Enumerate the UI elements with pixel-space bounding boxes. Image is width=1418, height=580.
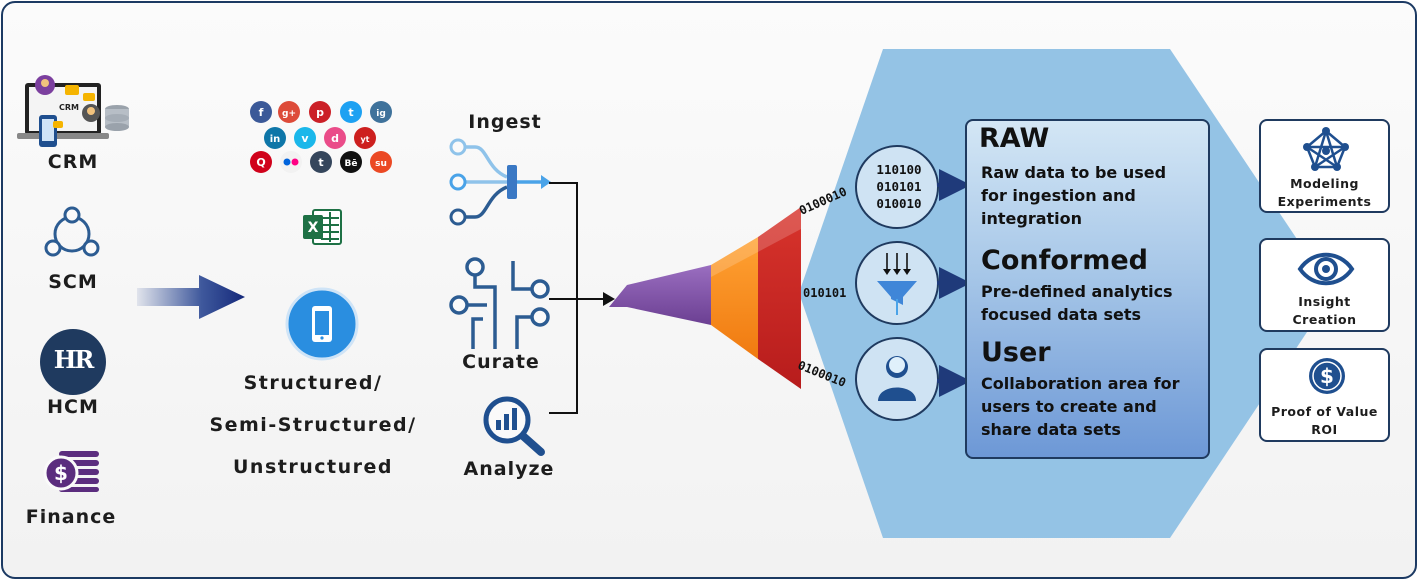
- data-type-structured: Structured/: [243, 372, 383, 394]
- svg-text:t: t: [348, 106, 353, 119]
- insight-line-2: Creation: [1292, 312, 1357, 327]
- user-title: User: [981, 337, 1051, 368]
- svg-text:yt: yt: [360, 135, 369, 144]
- user-description: Collaboration area for users to create a…: [981, 372, 1179, 441]
- svg-text:p: p: [316, 106, 324, 119]
- curate-icon: [449, 257, 550, 349]
- sources-to-types-arrow: [137, 275, 245, 319]
- svg-text:$: $: [1320, 364, 1334, 388]
- svg-text:ig: ig: [376, 109, 386, 119]
- value-line-2: ROI: [1311, 422, 1338, 437]
- raw-binary-block: 110100 010101 010010: [861, 161, 937, 212]
- finance-icon: $: [43, 451, 99, 492]
- modeling-experiments-label: Modeling Experiments: [1261, 175, 1388, 211]
- raw-binary-line-3: 010010: [876, 196, 922, 211]
- raw-description: Raw data to be used for ingestion and in…: [981, 161, 1166, 230]
- insight-creation-card: Insight Creation: [1259, 238, 1390, 332]
- modeling-line-2: Experiments: [1277, 194, 1372, 209]
- svg-text:d: d: [331, 132, 339, 145]
- svg-text:in: in: [270, 134, 281, 145]
- hcm-logo-text: HR: [53, 345, 95, 374]
- zone-circles: [855, 145, 971, 421]
- hcm-label: HCM: [47, 396, 99, 418]
- analyze-label: Analyze: [463, 458, 555, 480]
- raw-desc-line-2: for ingestion and: [981, 186, 1136, 205]
- scm-label: SCM: [48, 271, 98, 293]
- user-desc-line-2: users to create and: [981, 397, 1157, 416]
- eye-icon: [1297, 252, 1355, 286]
- raw-binary-line-1: 110100: [876, 162, 922, 177]
- finance-label: Finance: [25, 506, 117, 528]
- insight-line-1: Insight: [1298, 294, 1351, 309]
- funnel-binary-middle: 010101: [803, 286, 847, 300]
- proof-of-value-card: $ Proof of Value ROI: [1259, 348, 1390, 442]
- conformed-description: Pre-defined analytics focused data sets: [981, 280, 1173, 326]
- svg-text:t: t: [318, 156, 323, 169]
- conformed-desc-line-2: focused data sets: [981, 305, 1142, 324]
- analyze-icon: [483, 396, 545, 456]
- data-type-unstructured: Unstructured: [233, 456, 393, 478]
- network-icon: [1303, 127, 1349, 171]
- svg-text:Q: Q: [256, 156, 265, 169]
- svg-text:su: su: [375, 159, 387, 169]
- mobile-app-icon: [285, 287, 359, 361]
- conformed-title: Conformed: [981, 245, 1148, 276]
- ingest-label: Ingest: [468, 111, 542, 133]
- crm-screen-label: CRM: [59, 103, 79, 112]
- svg-text:f: f: [259, 106, 264, 119]
- proof-of-value-label: Proof of Value ROI: [1261, 403, 1388, 439]
- raw-binary-line-2: 010101: [876, 179, 922, 194]
- data-type-semi-structured: Semi-Structured/: [209, 414, 417, 436]
- crm-label: CRM: [47, 151, 99, 173]
- process-connectors: [549, 182, 615, 414]
- raw-title: RAW: [979, 123, 1050, 154]
- svg-text:$: $: [54, 461, 68, 485]
- insight-creation-label: Insight Creation: [1261, 293, 1388, 329]
- dollar-coin-icon: $: [1309, 358, 1345, 394]
- excel-icon: X: [303, 209, 342, 245]
- user-desc-line-3: share data sets: [981, 420, 1121, 439]
- svg-text:g+: g+: [282, 109, 296, 119]
- user-desc-line-1: Collaboration area for: [981, 374, 1180, 393]
- raw-desc-line-3: integration: [981, 209, 1083, 228]
- social-media-icons: f g+ p t ig in v d yt Q t Bē su: [250, 101, 392, 173]
- ingest-icon: [449, 138, 551, 226]
- zones-panel: [965, 119, 1210, 459]
- hcm-icon: [40, 329, 106, 395]
- conformed-desc-line-1: Pre-defined analytics: [981, 282, 1173, 301]
- modeling-line-1: Modeling: [1290, 176, 1359, 191]
- raw-desc-line-1: Raw data to be used: [981, 163, 1167, 182]
- crm-icon: [17, 75, 129, 147]
- svg-text:Bē: Bē: [345, 159, 358, 169]
- modeling-experiments-card: Modeling Experiments: [1259, 119, 1390, 213]
- data-funnel: [609, 207, 801, 389]
- svg-text:X: X: [308, 220, 319, 236]
- scm-icon: [44, 206, 100, 257]
- curate-label: Curate: [462, 351, 540, 373]
- svg-text:v: v: [301, 132, 309, 145]
- value-line-1: Proof of Value: [1271, 404, 1378, 419]
